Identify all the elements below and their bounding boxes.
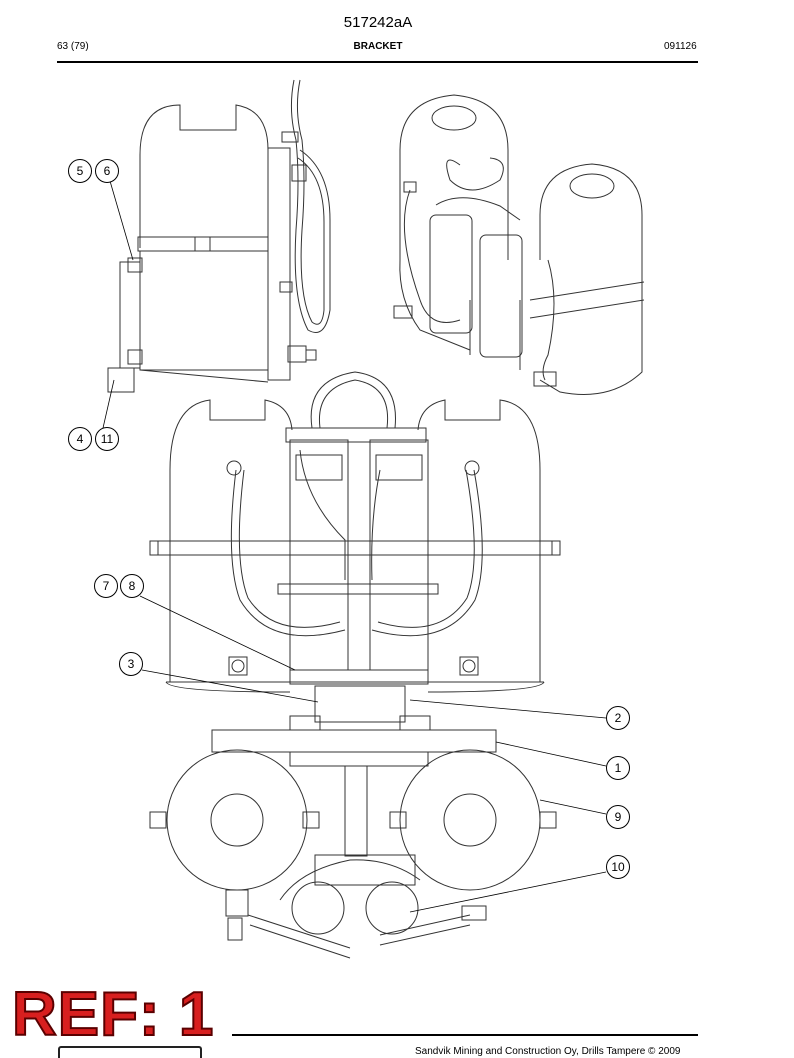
callout-10: 10: [606, 855, 630, 879]
document-date: 091126: [664, 41, 697, 52]
page-number: 63 (79): [57, 41, 89, 52]
leader-lines: [102, 180, 607, 913]
page-title: BRACKET: [353, 41, 403, 52]
callout-3: 3: [119, 652, 143, 676]
top-view: [149, 685, 557, 959]
callout-1: 1: [606, 756, 630, 780]
front-view: [149, 371, 561, 693]
callout-4: 4: [68, 427, 92, 451]
callout-5: 5: [68, 159, 92, 183]
header-rule: [57, 61, 698, 63]
callout-7: 7: [94, 574, 118, 598]
document-number: 517242aA: [343, 14, 413, 31]
callout-6: 6: [95, 159, 119, 183]
callout-9: 9: [606, 805, 630, 829]
company-logo: [58, 1046, 202, 1058]
side-view: [107, 79, 331, 393]
footer-copyright: Sandvik Mining and Construction Oy, Dril…: [415, 1046, 681, 1057]
isometric-view: [393, 94, 645, 395]
bracket-assembly-drawing: [102, 79, 645, 959]
callout-2: 2: [606, 706, 630, 730]
callout-8: 8: [120, 574, 144, 598]
ref-stamp: REF: 1: [11, 980, 215, 1049]
footer-rule: [232, 1034, 698, 1036]
callout-11: 11: [95, 427, 119, 451]
